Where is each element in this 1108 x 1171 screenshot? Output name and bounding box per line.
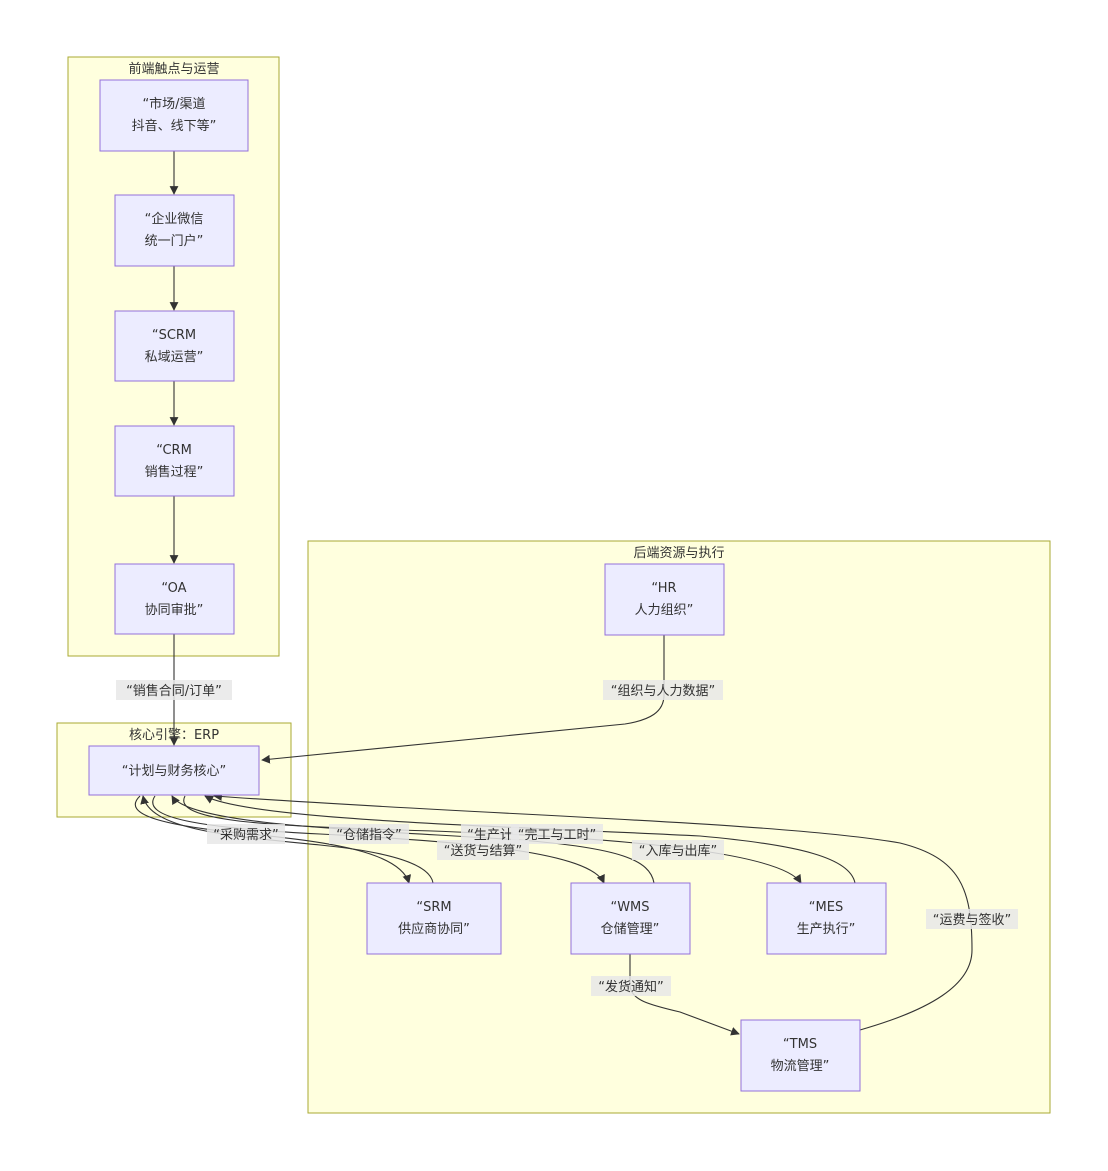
node-wecom[interactable]: “企业微信 统一门户”: [114, 194, 235, 267]
edge-label-mes-erp-text: “完工与工时”: [518, 828, 596, 843]
nodes: “市场/渠道 抖音、线下等” “企业微信 统一门户” “SCRM 私域运营” “…: [88, 79, 887, 1092]
edge-erp-mes: [183, 795, 802, 884]
node-market-line2: 抖音、线下等”: [132, 118, 217, 134]
node-oa-line1: “OA: [161, 581, 186, 596]
edge-label-hr-erp-text: “组织与人力数据”: [611, 684, 715, 699]
edge-label-hr-erp: “组织与人力数据”: [603, 680, 723, 700]
edge-mes-erp: [204, 795, 856, 884]
node-hr-line1: “HR: [651, 581, 676, 596]
edge-label-erp-srm-text: “采购需求”: [213, 827, 278, 843]
edge-label-mes-erp: “完工与工时”: [511, 824, 603, 844]
cluster-back: 后端资源与执行: [307, 540, 1051, 1114]
edge-labels: “销售合同/订单” “组织与人力数据” “采购需求” “仓储指令” “生产计 “…: [116, 680, 1018, 996]
node-srm-line2: 供应商协同”: [398, 921, 470, 937]
node-erp[interactable]: “计划与财务核心”: [88, 745, 260, 796]
edge-label-oa-erp-text: “销售合同/订单”: [126, 683, 222, 699]
cluster-front-title: 前端触点与运营: [128, 61, 219, 77]
node-scrm-line2: 私域运营”: [145, 350, 204, 365]
node-srm[interactable]: “SRM 供应商协同”: [366, 882, 502, 955]
edge-label-oa-erp: “销售合同/订单”: [116, 680, 232, 700]
node-oa[interactable]: “OA 协同审批”: [114, 563, 235, 635]
edge-label-erp-srm: “采购需求”: [207, 824, 285, 844]
cluster-back-box: [307, 540, 1051, 1114]
node-wecom-line1: “企业微信: [145, 211, 204, 227]
edge-label-erp-wms-text: “仓储指令”: [336, 828, 401, 843]
edge-label-tms-erp-text: “运费与签收”: [933, 912, 1011, 928]
node-market-line1: “市场/渠道: [142, 96, 205, 112]
node-wms-line2: 仓储管理”: [601, 922, 660, 937]
node-tms-line1: “TMS: [783, 1037, 817, 1052]
node-tms-line2: 物流管理”: [771, 1059, 830, 1074]
edge-label-wms-erp-text: “入库与出库”: [639, 843, 717, 859]
edge-label-srm-erp: “送货与结算”: [437, 840, 529, 860]
node-market[interactable]: “市场/渠道 抖音、线下等”: [99, 79, 249, 152]
edge-tms-erp: [213, 792, 973, 1031]
edge-label-srm-erp-text: “送货与结算”: [444, 843, 522, 859]
node-wms-line1: “WMS: [610, 900, 649, 915]
edge-label-erp-mes-text: “生产计: [467, 828, 513, 843]
edge-label-erp-wms: “仓储指令”: [329, 824, 409, 844]
edge-srm-erp: [140, 795, 434, 884]
node-mes-line1: “MES: [809, 900, 843, 915]
edge-label-wms-tms: “发货通知”: [591, 976, 671, 996]
edge-label-wms-erp: “入库与出库”: [632, 840, 724, 860]
node-erp-line1: “计划与财务核心”: [122, 763, 226, 779]
edge-label-wms-tms-text: “发货通知”: [598, 979, 663, 995]
node-wms[interactable]: “WMS 仓储管理”: [570, 882, 691, 955]
node-crm-line1: “CRM: [156, 443, 192, 458]
node-crm[interactable]: “CRM 销售过程”: [114, 425, 235, 497]
node-scrm[interactable]: “SCRM 私域运营”: [114, 310, 235, 382]
node-oa-line2: 协同审批”: [145, 603, 204, 618]
cluster-back-title: 后端资源与执行: [633, 546, 724, 561]
node-wecom-line2: 统一门户”: [145, 233, 204, 249]
node-scrm-line1: “SCRM: [152, 328, 196, 343]
node-hr-line2: 人力组织”: [635, 603, 694, 618]
node-mes-line2: 生产执行”: [797, 922, 856, 937]
node-mes[interactable]: “MES 生产执行”: [766, 882, 887, 955]
edge-label-tms-erp: “运费与签收”: [926, 909, 1018, 929]
node-crm-line2: 销售过程”: [145, 464, 204, 480]
node-srm-line1: “SRM: [416, 900, 451, 915]
edge-label-erp-mes: “生产计: [461, 824, 519, 844]
node-hr[interactable]: “HR 人力组织”: [604, 563, 725, 636]
node-tms[interactable]: “TMS 物流管理”: [740, 1019, 861, 1092]
